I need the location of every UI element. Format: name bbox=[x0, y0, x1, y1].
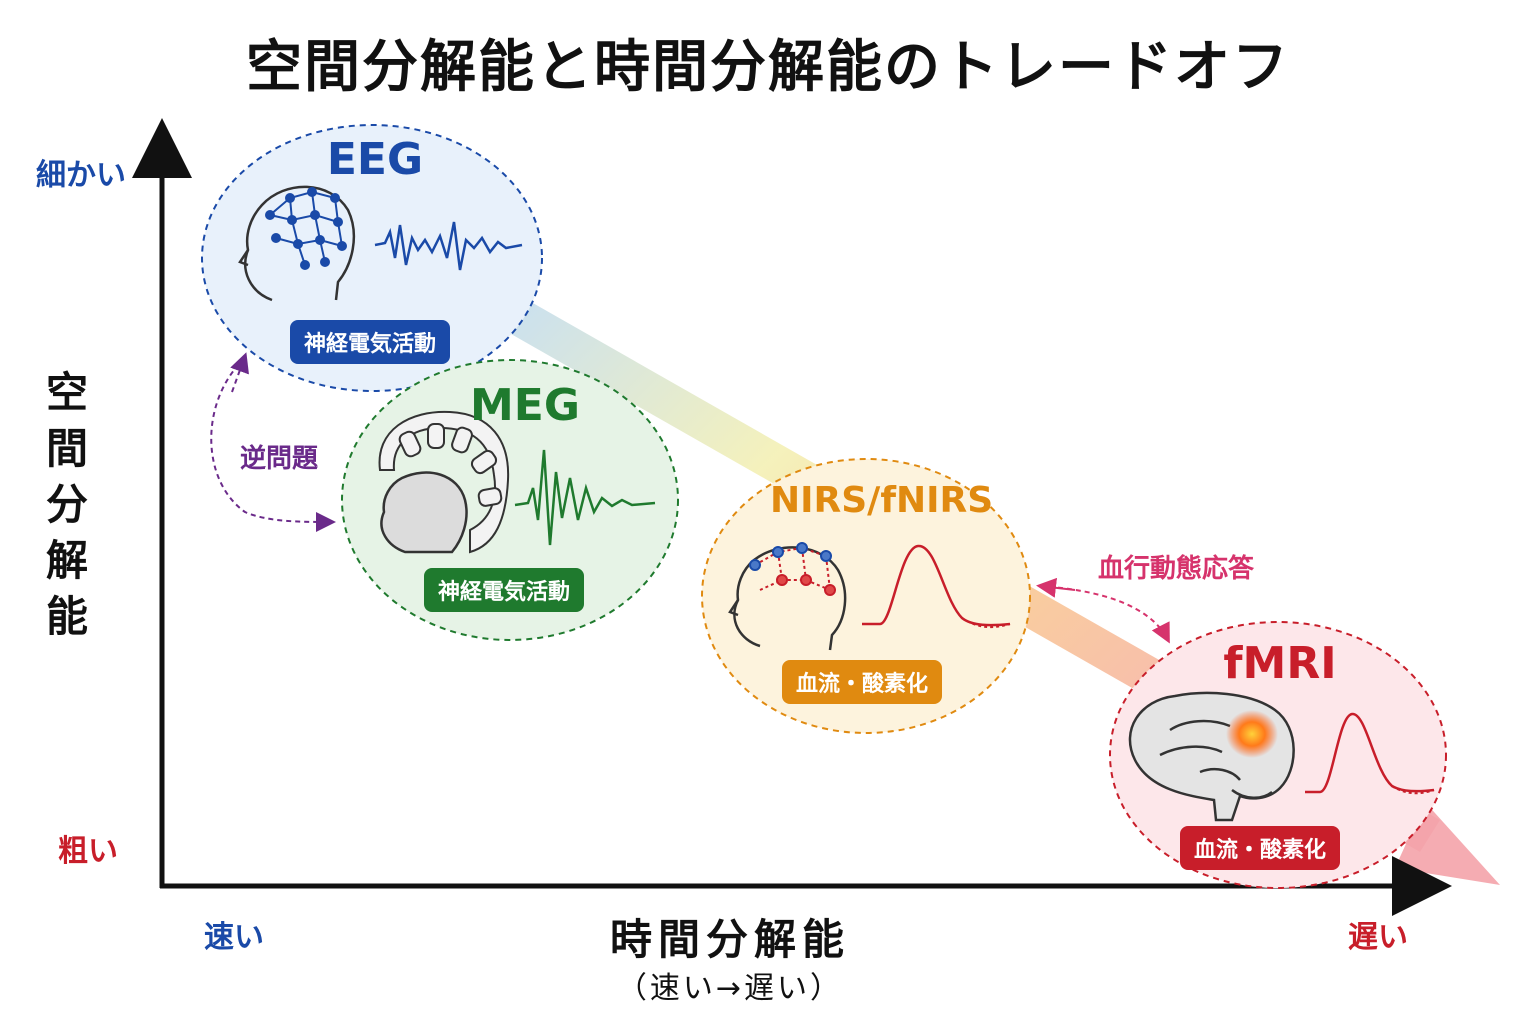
eeg-tag: 神経電気活動 bbox=[290, 320, 451, 364]
eeg-bubble bbox=[201, 124, 543, 392]
y-axis-label-char: 能 bbox=[45, 592, 88, 641]
inverse-problem-arrow-top bbox=[230, 352, 249, 393]
meg-title: MEG bbox=[470, 380, 580, 431]
page-title: 空間分解能と時間分解能のトレードオフ bbox=[246, 35, 1290, 100]
nirs-tag: 血流・酸素化 bbox=[782, 660, 943, 704]
fmri-title: fMRI bbox=[1223, 638, 1337, 689]
x-axis-label: 時間分解能 bbox=[609, 915, 850, 964]
nirs-head-icon bbox=[728, 546, 847, 651]
y-axis-label-char: 空 bbox=[45, 368, 88, 417]
hemodynamic-arrow-back bbox=[1036, 577, 1076, 598]
y-axis-label-char: 間 bbox=[45, 424, 88, 473]
nirs-title: NIRS/fNIRS bbox=[770, 480, 994, 521]
hemodynamic-label: 血行動態応答 bbox=[1098, 554, 1255, 584]
x-axis-sublabel: （速い→遅い） bbox=[616, 971, 844, 1006]
inverse-problem-label: 逆問題 bbox=[240, 444, 319, 474]
nirs-optode-grid bbox=[749, 542, 836, 596]
y-axis-label: 空 間 分 解 能 bbox=[42, 365, 92, 645]
eeg-waveform bbox=[374, 221, 523, 271]
fmri-tag: 血流・酸素化 bbox=[1180, 826, 1341, 870]
y-axis-top-label: 細かい bbox=[36, 158, 126, 193]
eeg-head-icon bbox=[238, 185, 356, 302]
meg-tag: 神経電気活動 bbox=[424, 568, 585, 612]
meg-waveform bbox=[514, 449, 656, 546]
x-axis-right-label: 遅い bbox=[1348, 920, 1408, 955]
activation-hotspot bbox=[1226, 710, 1278, 758]
x-axis-left-label: 速い bbox=[204, 920, 264, 955]
meg-helmet-icon bbox=[378, 410, 510, 554]
inverse-problem-arrow bbox=[210, 357, 336, 532]
y-axis-label-char: 分 bbox=[45, 480, 88, 529]
y-axis-label-char: 解 bbox=[45, 536, 88, 585]
y-axis-bottom-label: 粗い bbox=[58, 834, 118, 869]
eeg-title: EEG bbox=[326, 134, 424, 185]
eeg-electrode-grid bbox=[265, 187, 347, 270]
fmri-hemodynamic-curve bbox=[1305, 712, 1435, 794]
meg-head-icon bbox=[380, 471, 468, 554]
nirs-undershoot-dots bbox=[961, 617, 1011, 629]
